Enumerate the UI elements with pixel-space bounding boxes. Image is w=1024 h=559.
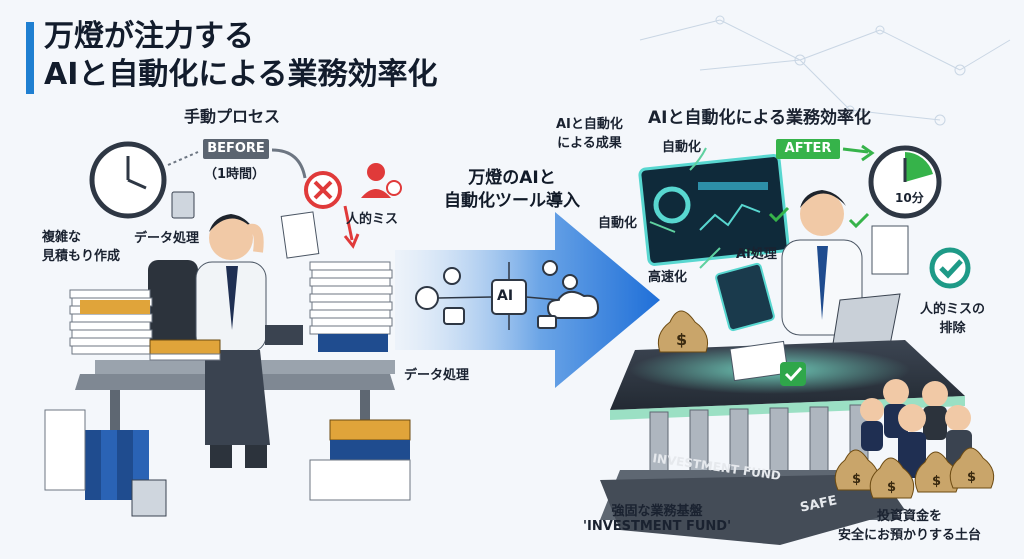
title-accent-bar (26, 22, 34, 94)
error-removal-line-1: 人的ミスの (920, 302, 986, 317)
funds-line-1: 投資資金を (877, 509, 943, 524)
ai-chip-label: AI (497, 288, 514, 304)
complex-quote-label: 複雑な 見積もり作成 (42, 226, 120, 264)
funds-line-2: 安全にお預かりする土台 (838, 528, 982, 543)
timer-clock-icon (868, 145, 942, 219)
dashboard-display (638, 154, 790, 266)
ai-results-line-1: AIと自動化 (556, 117, 623, 132)
error-removal-line-2: 排除 (939, 321, 966, 336)
complex-quote-line-1: 複雑な (42, 230, 82, 245)
ai-processing-label: AI処理 (736, 247, 777, 262)
paper-stack-left (69, 289, 153, 355)
stressed-worker (195, 214, 270, 468)
confident-worker (781, 190, 863, 336)
page-title: 万燈が注力する AIと自動化による業務効率化 (44, 18, 437, 94)
manual-process-heading: 手動プロセス (184, 107, 281, 126)
ai-intro-line-1: 万燈のAIと (468, 168, 556, 188)
automation-icons (415, 260, 600, 329)
svg-text:$: $ (676, 330, 687, 349)
ai-results-label: AIと自動化 による成果 (556, 113, 623, 151)
data-processing-label-bottom: データ処理 (404, 368, 470, 383)
after-tag: AFTER (776, 139, 840, 159)
before-time-label: （1時間） (204, 167, 266, 182)
clock-icon (89, 141, 167, 219)
title-line-1: 万燈が注力する (44, 19, 254, 54)
automation-label-2: 自動化 (598, 216, 638, 231)
success-check-icon (929, 247, 971, 289)
network-decoration (639, 15, 1011, 126)
title-line-2: AIと自動化による業務効率化 (44, 57, 438, 92)
foundation-label: 強固な業務基盤 'INVESTMENT FUND' (583, 500, 731, 534)
check-badge (780, 362, 806, 386)
svg-text:$: $ (932, 474, 941, 489)
after-time-label: 10分 (895, 191, 924, 205)
person-error-icon (361, 163, 402, 198)
building-base (600, 474, 905, 545)
svg-text:$: $ (967, 470, 976, 485)
transition-arrow (395, 212, 660, 388)
svg-text:$: $ (887, 480, 896, 495)
calculator-icon (171, 191, 195, 219)
ai-intro-label: 万燈のAIと 自動化ツール導入 (432, 167, 592, 213)
before-tag: BEFORE (203, 139, 269, 159)
desk-calculator (265, 325, 303, 345)
error-removal-label: 人的ミスの 排除 (920, 298, 985, 336)
automation-label-1: 自動化 (662, 140, 702, 155)
svg-text:$: $ (852, 472, 861, 487)
human-error-label: 人的ミス (346, 212, 399, 227)
funds-label: 投資資金を 安全にお預かりする土台 (838, 505, 981, 543)
speed-up-label: 高速化 (648, 270, 688, 285)
money-bags-bottom (834, 447, 995, 499)
checklist-icon (871, 225, 909, 275)
ai-intro-line-2: 自動化ツール導入 (444, 191, 580, 211)
money-bag-icon: $ (657, 310, 709, 353)
complex-quote-line-2: 見積もり作成 (42, 249, 121, 264)
foundation-line-1: 強固な業務基盤 (611, 504, 703, 519)
binders-floor (85, 430, 149, 500)
data-processing-label-top: データ処理 (134, 231, 200, 246)
paper-stack-right (309, 261, 393, 335)
ai-results-line-2: による成果 (557, 136, 622, 151)
foundation-line-2: 'INVESTMENT FUND' (583, 519, 732, 534)
ai-efficiency-heading: AIと自動化による業務効率化 (648, 108, 871, 128)
hologram-tablet (715, 262, 775, 332)
